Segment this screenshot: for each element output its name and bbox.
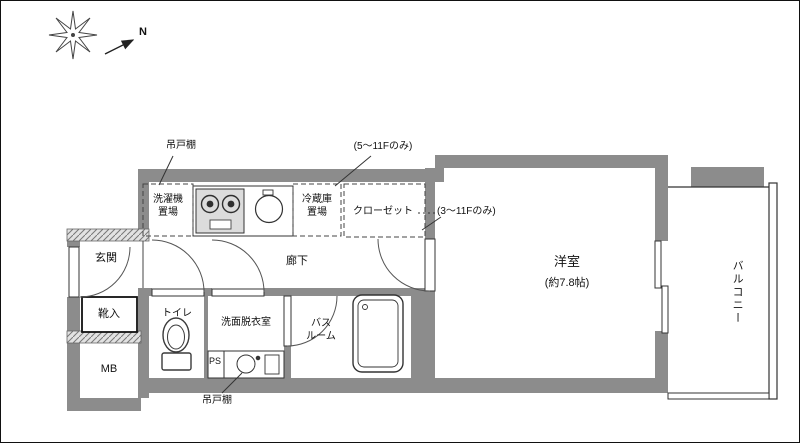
meter-box-label: MB [100,363,118,375]
bathroom-label-line2: ルーム [306,331,336,342]
sliding-window-icon [654,240,669,334]
kitchen-sink-icon [254,189,284,224]
fridge-floors-note: (5〜11Fのみ) [353,141,413,152]
kitchen-counter [192,185,294,237]
fridge-space-label-line2: 置場 [307,207,327,218]
leader-lines [158,155,442,394]
toilet-door-icon [151,239,205,297]
hatched-walls [66,228,150,344]
toilet-icon [161,317,192,371]
washer-space-label-line2: 置場 [158,207,178,218]
hanging-cupboard-bottom-label: 吊戸棚 [202,395,232,406]
toilet-label: トイレ [162,308,192,319]
western-room-door-icon [377,238,436,292]
bathtub-icon [352,294,404,373]
western-room-label: 洋室 [553,254,580,269]
north-arrow-icon [104,39,135,55]
closet-outline [343,183,426,238]
bathroom-door-icon [283,295,338,347]
closet-floors-note: (3〜11Fのみ) [437,206,496,217]
fridge-space-outline [292,183,342,237]
walls [67,155,764,411]
closet-label: クローゼット [353,206,413,217]
washer-space-label-line1: 洗濯機 [153,194,183,205]
washroom-door-icon [211,239,265,297]
doors [68,238,436,347]
hanging-cupboard-top-label: 吊戸棚 [166,140,196,151]
shoe-box-label: 靴入 [98,308,120,320]
washbasin-icon [207,350,285,379]
fridge-space-label: 冷蔵庫 置場 [293,193,341,219]
entrance-door-icon [68,246,131,298]
pipe-space-label: PS [208,356,221,366]
compass-icon [48,10,98,60]
washroom-label: 洗面脱衣室 [221,317,271,328]
stove-icon [195,188,245,234]
washer-space-outline [142,183,194,237]
fridge-space-label-line1: 冷蔵庫 [302,194,332,205]
bathroom-label-line1: バス [311,318,331,329]
hallway-label: 廊下 [286,255,308,267]
balcony-label: バルコニー [731,259,744,325]
shoe-box-outline [81,296,138,333]
bathroom-label: バス ルーム [300,317,342,343]
washer-space-label: 洗濯機 置場 [143,193,193,219]
western-room-size-label: (約7.8帖) [544,277,590,289]
north-label: N [139,26,147,38]
dashed-areas [142,183,426,238]
balcony-railing [667,182,778,400]
entrance-label: 玄関 [95,252,117,264]
